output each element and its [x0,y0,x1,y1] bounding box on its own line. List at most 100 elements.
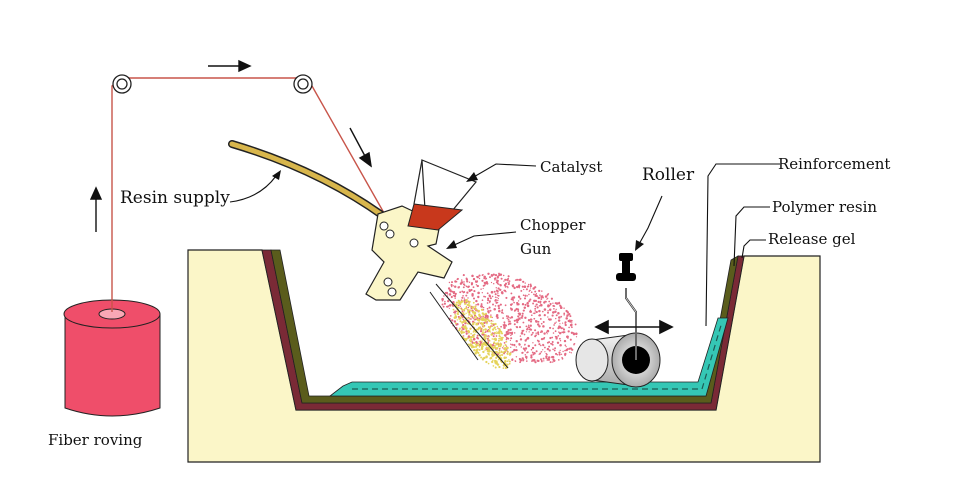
leader-resin-supply [229,175,277,203]
spray-particle [451,290,454,293]
spray-particle [517,303,520,306]
spray-particle [541,360,543,363]
spray-particle [447,287,451,290]
spray-particle [524,303,527,306]
spray-particle [537,320,540,323]
spray-particle [477,342,480,345]
double-arrow-icon [594,319,674,335]
fiber-roving-spool [63,299,161,417]
spray-particle [474,352,477,355]
spray-particle [547,356,551,359]
spray-particle [515,279,517,281]
spray-particle [494,278,496,281]
spray-particle [459,317,462,320]
spray-particle [478,341,480,343]
spray-particle [441,297,444,301]
spray-particle [453,285,457,288]
spray-particle [535,320,538,323]
spray-particle [530,354,533,357]
spray-particle [482,274,484,276]
spray-particle [575,336,578,338]
spray-particle [469,336,473,339]
spray-particle [486,307,489,310]
spray-particle [467,322,469,325]
spray-particle [503,342,506,344]
spray-particle [481,358,485,361]
spray-particle [479,326,481,329]
spray-particle [529,320,533,323]
spray-particle [460,281,464,284]
spray-particle [569,315,572,318]
spray-particle [565,309,568,313]
spray-particle [513,310,516,312]
spray-particle [493,277,496,280]
spray-particle [461,321,464,324]
spray-particle [489,297,492,300]
spray-particle [546,298,548,300]
spray-particle [496,325,499,328]
spray-particle [559,349,561,352]
spray-particle [472,310,475,314]
spray-particle [558,331,560,333]
spray-particle [450,283,453,287]
spray-particle [485,312,487,315]
spray-particle [557,327,560,330]
spray-particle [458,329,461,332]
spray-particle [463,281,465,283]
spray-particle [554,335,557,338]
spray-particle [568,319,571,322]
spray-particle [508,282,510,284]
spray-particle [492,346,495,349]
spray-particle [525,325,528,328]
spray-particle [460,330,463,333]
spray-particle [560,327,563,330]
spray-particle [529,287,532,289]
spray-particle [485,346,489,350]
spray-particle [557,312,560,315]
spray-particle [470,309,472,312]
spray-particle [453,316,457,319]
spray-particle [495,289,498,292]
spray-particle [517,315,520,318]
spray-particle [547,311,549,314]
spray-particle [564,344,567,347]
spray-particle [559,304,562,307]
spray-particle [462,325,465,329]
spray-particle [510,337,513,340]
spray-particle [491,328,495,331]
spray-particle [536,359,539,362]
spray-particle [547,358,549,360]
spray-particle [571,326,573,329]
spray-particle [519,338,523,341]
spray-particle [566,315,568,318]
spray-particle [490,325,492,327]
spray-particle [509,322,512,325]
spray-particle [562,350,564,353]
spray-particle [497,344,500,347]
leader-polymer-resin [733,206,770,267]
spray-particle [561,356,563,359]
spray-particle [495,335,498,337]
spray-particle [496,275,499,278]
spray-particle [567,337,569,339]
spray-particle [487,297,490,300]
spray-particle [466,280,469,283]
spray-particle [533,312,536,315]
spray-particle [519,318,521,320]
spray-particle [530,356,533,359]
spray-particle [507,281,509,283]
spray-particle [517,300,520,302]
spray-particle [461,296,464,299]
spray-particle [484,349,486,351]
leader-arrowhead-roller [635,240,644,251]
spray-particle [482,287,484,290]
spray-particle [487,346,490,348]
spray-particle [468,311,471,313]
spray-particle [552,302,554,304]
spray-particle [490,322,493,325]
spray-particle [466,300,469,303]
spray-particle [507,323,510,326]
fiber-line [111,77,389,312]
spray-particle [454,292,457,295]
spray-particle [526,336,530,340]
